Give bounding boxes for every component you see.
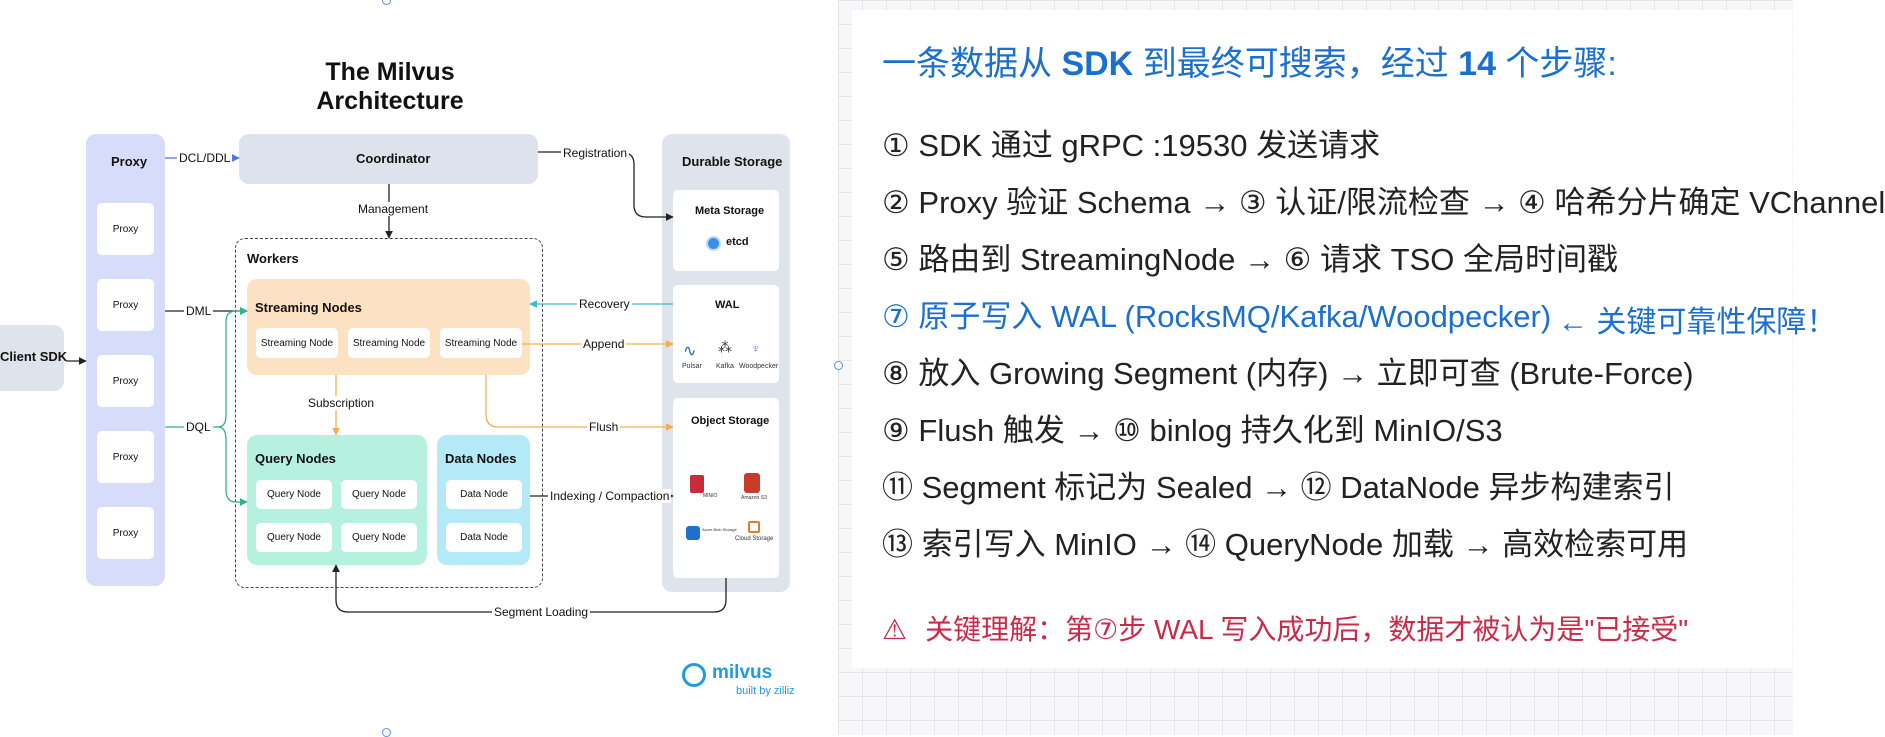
- step-line: ② Proxy 验证 Schema → ③ 认证/限流检查 → ④ 哈希分片确定…: [882, 185, 1885, 220]
- selection-handle-top[interactable]: [382, 0, 391, 5]
- step-line-highlighted: ⑦ 原子写入 WAL (RocksMQ/Kafka/Woodpecker): [882, 299, 1552, 334]
- query-node: Query Node: [341, 523, 417, 552]
- registration-label: Registration: [561, 146, 630, 160]
- pulsar-label: Pulsar: [682, 363, 702, 370]
- dcl-ddl-label: DCL/DDL: [177, 151, 233, 165]
- proxy-node: Proxy: [97, 507, 154, 559]
- step-line: ⑤ 路由到 StreamingNode → ⑥ 请求 TSO 全局时间戳: [882, 242, 1618, 277]
- warning-text: 关键理解：第⑦步 WAL 写入成功后，数据才被认为是"已接受": [925, 614, 1689, 645]
- milvus-logo-icon: [682, 663, 706, 687]
- streaming-node: Streaming Node: [256, 328, 338, 358]
- warning-callout: ⚠ 关键理解：第⑦步 WAL 写入成功后，数据才被认为是"已接受": [882, 608, 1688, 648]
- flow-arrows: [66, 151, 727, 613]
- step-line: ⑪ Segment 标记为 Sealed → ⑫ DataNode 异步构建索引: [882, 470, 1675, 505]
- step-line: ⑨ Flush 触发 → ⑩ binlog 持久化到 MinIO/S3: [882, 413, 1503, 448]
- heading-prefix: 一条数据从: [882, 45, 1062, 83]
- append-label: Append: [581, 337, 627, 351]
- streaming-node: Streaming Node: [440, 328, 522, 358]
- query-nodes-header: Query Nodes: [255, 451, 336, 466]
- diagram-title: The Milvus Architecture: [316, 58, 464, 115]
- pulsar-icon: ∿: [683, 343, 697, 360]
- coordinator-box: Coordinator: [239, 134, 538, 184]
- kafka-icon: ⁂: [718, 339, 732, 355]
- warning-icon: ⚠: [882, 614, 908, 645]
- proxy-node: Proxy: [97, 355, 154, 407]
- streaming-node: Streaming Node: [348, 328, 430, 358]
- etcd-icon: [706, 236, 721, 251]
- amazon-s3-icon: [744, 473, 760, 493]
- client-sdk-box: Client SDK: [0, 325, 68, 391]
- selection-handle-bottom[interactable]: [382, 728, 391, 737]
- cloud-storage-label: Cloud Storage: [735, 536, 774, 542]
- data-node: Data Node: [446, 523, 522, 552]
- dml-label: DML: [184, 304, 214, 318]
- dql-label: DQL: [184, 420, 213, 434]
- wal-card: WAL ∿ Pulsar ⁂ Kafka ♆ Woodpecker: [673, 285, 779, 383]
- cloud-storage-icon: [748, 521, 760, 533]
- streaming-nodes-group: Streaming Nodes: [247, 279, 530, 375]
- kafka-label: Kafka: [716, 363, 734, 370]
- subscription-label: Subscription: [306, 396, 377, 410]
- wal-title: WAL: [715, 299, 740, 311]
- heading-sdk: SDK: [1061, 45, 1134, 83]
- step-line: ⑬ 索引写入 MinIO → ⑭ QueryNode 加载 → 高效检索可用: [882, 527, 1689, 562]
- heading-suffix: 个步骤:: [1495, 45, 1617, 83]
- woodpecker-label: Woodpecker: [739, 363, 779, 370]
- notes-panel: 一条数据从 SDK 到最终可搜索，经过 14 个步骤: ① SDK 通过 gRP…: [834, 0, 1885, 735]
- proxy-node: Proxy: [97, 431, 154, 483]
- etcd-label: etcd: [726, 236, 749, 248]
- azure-blob-icon: [686, 526, 700, 540]
- segment-loading-label: Segment Loading: [492, 605, 591, 619]
- recovery-label: Recovery: [577, 297, 632, 311]
- flush-label: Flush: [587, 420, 621, 434]
- notes-sheet: 一条数据从 SDK 到最终可搜索，经过 14 个步骤: ① SDK 通过 gRP…: [852, 10, 1885, 668]
- proxy-node: Proxy: [97, 279, 154, 331]
- coordinator-label: Coordinator: [356, 151, 431, 166]
- data-nodes-header: Data Nodes: [445, 451, 517, 466]
- step-line: ⑧ 放入 Growing Segment (内存) → 立即可查 (Brute-…: [882, 356, 1694, 391]
- milvus-wordmark: milvus: [712, 662, 773, 683]
- meta-storage-card: Meta Storage etcd: [673, 190, 779, 271]
- streaming-nodes-header: Streaming Nodes: [255, 300, 362, 315]
- durable-storage-header: Durable Storage: [682, 154, 783, 169]
- notes-heading: 一条数据从 SDK 到最终可搜索，经过 14 个步骤:: [882, 36, 1617, 85]
- query-node: Query Node: [256, 480, 332, 509]
- heading-middle: 到最终可搜索，经过: [1133, 45, 1459, 83]
- azure-blob-label: Azure Blob Storage: [702, 527, 737, 532]
- data-node: Data Node: [446, 480, 522, 509]
- management-label: Management: [356, 202, 431, 216]
- woodpecker-icon: ♆: [751, 341, 761, 356]
- amazon-s3-label: Amazon S3: [741, 495, 767, 501]
- heading-count: 14: [1458, 45, 1496, 83]
- milvus-byline: built by zilliz: [736, 685, 795, 697]
- query-node: Query Node: [341, 480, 417, 509]
- minio-label: MINIO: [703, 493, 718, 499]
- object-storage-title: Object Storage: [691, 415, 770, 427]
- meta-storage-title: Meta Storage: [695, 205, 765, 217]
- proxy-node: Proxy: [97, 203, 154, 255]
- proxy-header: Proxy: [111, 154, 148, 169]
- step-line: ① SDK 通过 gRPC :19530 发送请求: [882, 128, 1381, 163]
- minio-icon: [690, 475, 704, 493]
- client-sdk-label: Client SDK: [0, 349, 68, 364]
- query-node: Query Node: [256, 523, 332, 552]
- object-storage-card: Object Storage MINIO Amazon S3 Azure Blo…: [673, 398, 779, 578]
- selection-handle-left[interactable]: [834, 361, 843, 370]
- architecture-diagram: The Milvus Architecture Client SDK Proxy…: [0, 0, 835, 737]
- workers-label: Workers: [247, 251, 299, 266]
- indexing-compaction-label: Indexing / Compaction: [548, 489, 672, 503]
- reliability-guarantee-note: ← 关键可靠性保障！: [1558, 306, 1837, 339]
